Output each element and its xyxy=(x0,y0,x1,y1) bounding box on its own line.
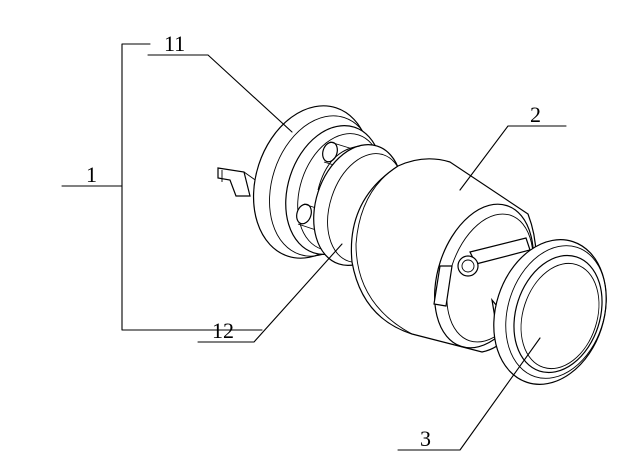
lens-cap-part xyxy=(491,239,607,385)
label-lens-cap: 3 xyxy=(420,426,431,451)
label-housing: 2 xyxy=(530,102,541,127)
housing-part xyxy=(350,158,537,353)
label-assembly: 1 xyxy=(86,162,97,187)
assembly-bracket xyxy=(61,43,263,331)
leader-lines xyxy=(147,54,567,451)
label-end-cap: 11 xyxy=(164,31,185,56)
label-inner-ring: 12 xyxy=(212,318,234,343)
